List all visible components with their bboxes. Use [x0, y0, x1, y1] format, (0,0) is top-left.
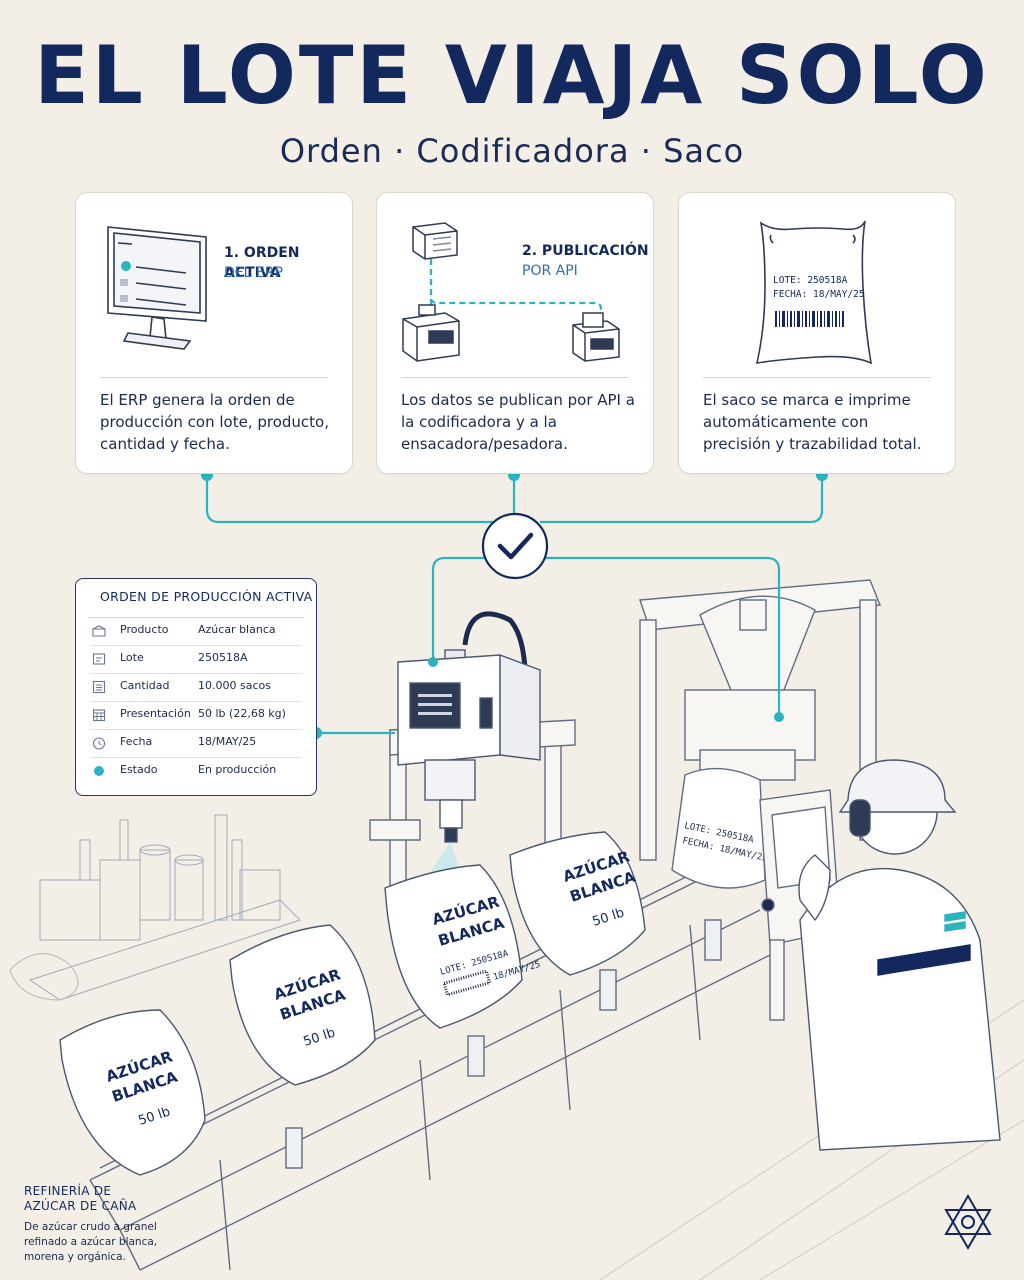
step-1-title: 1. ORDEN ACTIVA	[224, 245, 300, 281]
sugar-bag-4: AZÚCAR BLANCA 50 lb	[509, 831, 646, 976]
step-3-description: El saco se marca e imprime automáticamen…	[703, 391, 922, 453]
filler-sack: LOTE: 250518A FECHA: 18/MAY/25	[671, 767, 768, 889]
step-card-erp: 1. ORDEN ACTIVA DEL ERP El ERP genera la…	[75, 192, 353, 474]
brand-logo-icon	[944, 1194, 992, 1250]
order-panel-title: ORDEN DE PRODUCCIÓN ACTIVA	[100, 589, 313, 604]
order-row-date: Fecha 18/MAY/25	[90, 729, 302, 758]
refinery-sketch	[9, 814, 301, 1001]
order-label: Cantidad	[120, 679, 170, 692]
order-value: En producción	[198, 763, 277, 776]
step-1-description: El ERP genera la orden de producción con…	[100, 391, 330, 453]
page-title: EL LOTE VIAJA SOLO	[34, 29, 990, 122]
order-row-lot: Lote 250518A	[90, 645, 302, 674]
card-divider	[401, 377, 629, 378]
refinery-caption-title: REFINERÍA DE AZÚCAR DE CAÑA	[24, 1184, 137, 1214]
page-subtitle: Orden · Codificadora · Saco	[279, 132, 745, 170]
step-card-api: 2. PUBLICACIÓN POR API Los datos se publ…	[376, 192, 654, 474]
order-label: Producto	[120, 623, 169, 636]
tag-icon	[92, 653, 106, 665]
order-label: Lote	[120, 651, 144, 664]
computer-monitor-icon	[107, 226, 207, 350]
refinery-caption-description: De azúcar crudo a granel refinado a azúc…	[24, 1221, 158, 1263]
refinery-title-line1: REFINERÍA DE	[24, 1184, 112, 1198]
active-order-panel: ORDEN DE PRODUCCIÓN ACTIVA Producto Azúc…	[75, 578, 317, 796]
order-value: 50 lb (22,68 kg)	[198, 707, 286, 720]
order-row-presentation: Presentación 50 lb (22,68 kg)	[90, 701, 302, 730]
order-label: Estado	[120, 763, 158, 776]
step-1-subtitle: DEL ERP	[224, 265, 283, 281]
box-icon	[92, 625, 106, 637]
api-network-icon	[402, 222, 620, 362]
sack-date-text: FECHA: 18/MAY/25	[773, 289, 865, 300]
order-row-status: Estado En producción	[90, 757, 302, 785]
card-divider	[100, 377, 328, 378]
list-icon	[92, 680, 106, 694]
sugar-bags: AZÚCAR BLANCA 50 lb AZÚCAR BLANCA 50 lb …	[59, 831, 646, 1176]
flow-connectors	[205, 475, 824, 735]
printed-sack-icon: LOTE: 250518A FECHA: 18/MAY/25	[755, 220, 873, 365]
sack-lot-text: LOTE: 250518A	[773, 275, 848, 286]
card-divider	[703, 377, 931, 378]
order-panel-divider	[88, 617, 304, 618]
order-value: 10.000 sacos	[198, 679, 271, 692]
order-label: Fecha	[120, 735, 153, 748]
sugar-bag-2: AZÚCAR BLANCA 50 lb	[229, 924, 376, 1086]
sugar-bag-1: AZÚCAR BLANCA 50 lb	[59, 1009, 206, 1176]
step-2-subtitle: POR API	[522, 263, 578, 279]
step-card-sack: LOTE: 250518A FECHA: 18/MAY/25 El saco s…	[678, 192, 956, 474]
printer-coder	[397, 611, 541, 843]
operator-figure	[798, 759, 1001, 1151]
barcode-icon	[775, 311, 844, 327]
status-dot-icon	[94, 766, 104, 776]
order-value: 250518A	[198, 651, 248, 664]
clock-icon	[92, 737, 106, 750]
order-row-quantity: Cantidad 10.000 sacos	[90, 673, 302, 702]
checkmark-icon	[481, 512, 549, 580]
order-label: Presentación	[120, 707, 191, 720]
calendar-grid-icon	[92, 709, 106, 722]
step-2-title: 2. PUBLICACIÓN	[522, 243, 649, 259]
order-row-product: Producto Azúcar blanca	[90, 617, 302, 646]
step-2-description: Los datos se publican por API a la codif…	[401, 391, 635, 453]
order-value: Azúcar blanca	[198, 623, 276, 636]
order-value: 18/MAY/25	[198, 735, 257, 748]
refinery-title-line2: AZÚCAR DE CAÑA	[24, 1199, 137, 1213]
